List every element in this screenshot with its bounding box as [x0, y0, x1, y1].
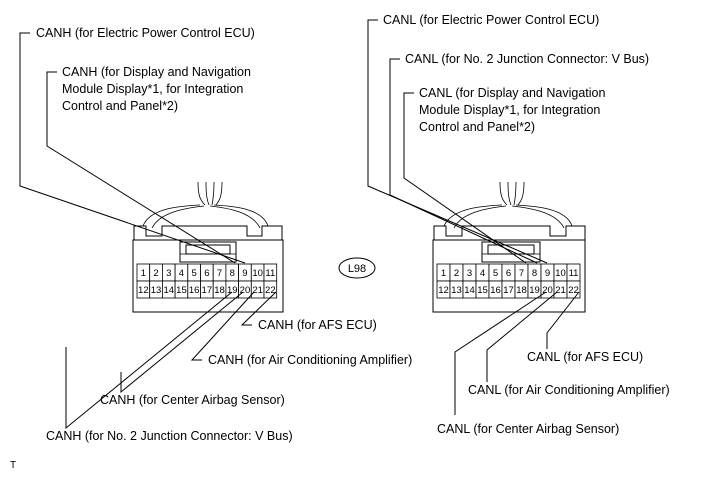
left-label-epc: CANH (for Electric Power Control ECU)	[36, 26, 255, 40]
right-pin-label: 20	[542, 285, 553, 296]
right-pin-label: 13	[451, 285, 462, 296]
left-pin-label: 21	[252, 285, 263, 296]
left-leader-display	[46, 71, 236, 264]
left-label-display-line2: Module Display*1, for Integration	[62, 82, 243, 96]
left-pin-label: 4	[179, 268, 184, 279]
right-pin-label: 11	[569, 268, 579, 279]
right-pin-label: 18	[516, 285, 527, 296]
left-pin-label: 15	[176, 285, 187, 296]
right-pin-label: 1	[441, 268, 446, 279]
left-leader-ac	[190, 291, 255, 361]
right-leader-junction	[389, 58, 538, 264]
right-leader-airbag	[454, 291, 547, 415]
right-label-display-line2: Module Display*1, for Integration	[419, 103, 600, 117]
left-pin-label: 16	[189, 285, 200, 296]
right-label-display-line1: CANL (for Display and Navigation	[419, 86, 605, 100]
right-leader-ac	[486, 291, 558, 382]
footer-mark: T	[10, 460, 16, 471]
left-labels: CANH (for Electric Power Control ECU) CA…	[36, 26, 412, 443]
left-label-display-line1: CANH (for Display and Navigation	[62, 65, 251, 79]
left-pin-label: 18	[214, 285, 225, 296]
right-labels: CANL (for Electric Power Control ECU) CA…	[383, 13, 670, 436]
left-leader-lines	[19, 32, 277, 430]
left-label-airbag: CANH (for Center Airbag Sensor)	[100, 393, 285, 407]
left-leader-junction	[65, 291, 233, 430]
left-pin-label: 19	[227, 285, 238, 296]
left-pin-label: 20	[240, 285, 251, 296]
right-label-airbag: CANL (for Center Airbag Sensor)	[437, 422, 619, 436]
right-label-junction: CANL (for No. 2 Junction Connector: V Bu…	[405, 52, 649, 66]
left-pin-label: 12	[138, 285, 149, 296]
right-connector-body	[432, 239, 586, 313]
left-pin-label: 1	[141, 268, 146, 279]
left-pin-label: 7	[217, 268, 222, 279]
right-pin-label: 16	[490, 285, 501, 296]
right-pin-label: 5	[493, 268, 498, 279]
left-wire-harness	[142, 181, 269, 229]
right-pin-label: 9	[545, 268, 550, 279]
right-pin-label: 14	[464, 285, 475, 296]
right-pin-label: 4	[480, 268, 485, 279]
left-pin-label: 13	[151, 285, 162, 296]
right-label-epc: CANL (for Electric Power Control ECU)	[383, 13, 599, 27]
right-pin-label: 22	[568, 285, 579, 296]
left-pin-label: 17	[202, 285, 213, 296]
left-connector-latch	[179, 241, 237, 263]
right-connector-housing	[433, 225, 586, 241]
right-pin-label: 15	[477, 285, 488, 296]
left-pin-label: 5	[192, 268, 197, 279]
right-pin-label: 19	[529, 285, 540, 296]
right-pin-cell	[566, 280, 581, 299]
right-pin-label: 10	[555, 268, 566, 279]
left-pin-label: 10	[252, 268, 263, 279]
right-leader-lines	[367, 19, 580, 415]
left-pin-label: 2	[153, 268, 158, 279]
connector-tag: L98	[338, 257, 376, 279]
left-label-display-line3: Control and Panel*2)	[62, 99, 178, 113]
left-pin-label: 22	[265, 285, 276, 296]
right-pin-label: 6	[506, 268, 511, 279]
left-leader-airbag	[120, 291, 244, 394]
left-pin-label: 6	[204, 268, 209, 279]
left-label-afs: CANH (for AFS ECU)	[258, 318, 377, 332]
left-label-junction: CANH (for No. 2 Junction Connector: V Bu…	[46, 429, 293, 443]
left-leader-epc	[19, 32, 246, 264]
right-label-afs: CANL (for AFS ECU)	[527, 350, 643, 364]
right-leader-afs	[546, 291, 580, 349]
right-pin-label: 7	[519, 268, 524, 279]
right-label-display-line3: Control and Panel*2)	[419, 120, 535, 134]
right-pin-label: 17	[503, 285, 514, 296]
right-pin-label: 2	[454, 268, 459, 279]
left-pin-label: 3	[166, 268, 171, 279]
left-pin-label: 14	[163, 285, 174, 296]
connector-tag-label: L98	[348, 263, 366, 275]
left-label-ac: CANH (for Air Conditioning Amplifier)	[208, 353, 412, 367]
left-connector-housing	[133, 225, 283, 241]
right-pin-label: 8	[532, 268, 537, 279]
right-pin-label: 12	[438, 285, 449, 296]
right-label-ac: CANL (for Air Conditioning Amplifier)	[468, 383, 670, 397]
right-pin-label: 3	[467, 268, 472, 279]
right-leader-display	[403, 92, 527, 264]
right-pin-label: 21	[555, 285, 566, 296]
left-leader-afs	[240, 291, 277, 326]
left-pin-label: 9	[242, 268, 247, 279]
right-wire-harness	[443, 181, 573, 229]
right-leader-epc	[367, 19, 548, 264]
left-pin-label: 11	[265, 268, 275, 279]
left-pin-label: 8	[230, 268, 235, 279]
right-connector-latch	[481, 241, 541, 263]
